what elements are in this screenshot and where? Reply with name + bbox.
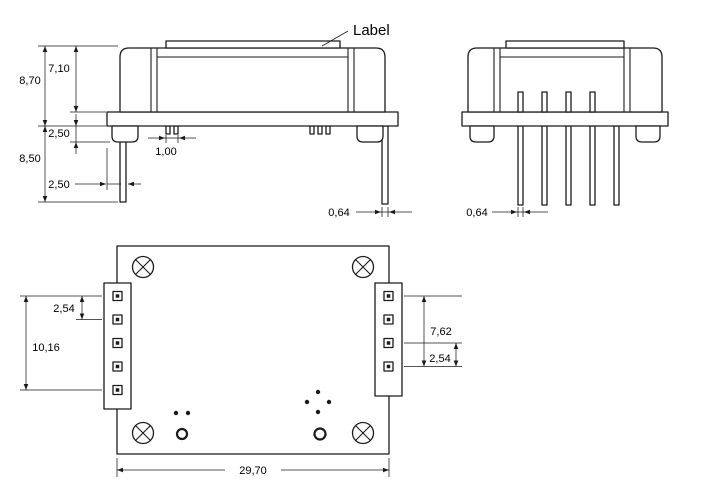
- pad-center: [386, 317, 391, 322]
- dim-ext-pin-width: [381, 207, 389, 217]
- hole-dot: [304, 399, 310, 405]
- front-label-plate: [165, 40, 341, 49]
- mounting-hole: [313, 427, 327, 441]
- side-dimensions: 0,64: [466, 207, 548, 219]
- side-inner-pin-mark: [589, 91, 596, 113]
- dim-standoff: 2,50: [48, 128, 69, 140]
- bottom-view: [103, 245, 403, 455]
- screw-cross-icon: [355, 259, 371, 275]
- screw-cross-icon: [355, 425, 371, 441]
- side-left-standoff-block: [469, 125, 495, 143]
- hole-dot: [315, 409, 321, 415]
- front-module-body: [119, 47, 386, 113]
- screw-bottom-left: [131, 421, 155, 445]
- side-pin: [589, 125, 596, 206]
- screw-bottom-right: [351, 421, 375, 445]
- label-text: Label: [353, 22, 390, 39]
- side-label-plate: [505, 40, 625, 49]
- pad-center: [386, 364, 391, 369]
- pad-center: [115, 364, 120, 369]
- hole-dot: [326, 399, 332, 405]
- dim-span-right: 7,62: [430, 326, 451, 338]
- dim-pitch-right: 2,54: [429, 353, 450, 365]
- dim-pin-offset: 2,50: [48, 179, 69, 191]
- screw-top-left: [131, 255, 155, 279]
- left-connector: [103, 282, 132, 410]
- front-small-pin: [165, 125, 171, 135]
- extension-lines: [404, 295, 462, 367]
- extension-lines: [20, 295, 102, 391]
- front-small-pin: [309, 125, 315, 135]
- screw-top-right: [351, 255, 375, 279]
- front-endcap-lines: [150, 47, 355, 113]
- pad-center: [386, 294, 391, 298]
- front-left-standoff-block: [111, 125, 139, 143]
- front-view: [106, 40, 399, 205]
- side-pin: [565, 125, 572, 206]
- front-right-standoff-block: [356, 125, 384, 143]
- front-dimensions: 8,70 7,10 2,50 8,50 2,50 1,00 0,64: [19, 45, 412, 219]
- side-module-body: [467, 47, 663, 113]
- dim-ext-pin-width: [517, 207, 524, 217]
- dim-ext-small-pin: [165, 135, 179, 143]
- mounting-hole: [175, 427, 189, 441]
- side-endcap-lines: [493, 47, 631, 113]
- extension-lines: [116, 458, 390, 477]
- dim-overall-height: 8,70: [19, 75, 40, 87]
- dim-width: 29,70: [239, 465, 267, 477]
- side-pin: [613, 125, 620, 206]
- side-inner-pin-mark: [565, 91, 572, 113]
- hole-dot: [315, 389, 321, 395]
- side-right-standoff-block: [635, 125, 661, 143]
- pad-center: [115, 341, 120, 345]
- pad-center: [115, 388, 120, 392]
- front-small-pin: [325, 125, 331, 135]
- dim-small-pin: 1,00: [155, 146, 176, 158]
- dim-text-mask: [225, 461, 281, 476]
- bottom-dimensions: 2,54 10,16 7,62 2,54 29,70: [20, 295, 462, 477]
- screw-cross-icon: [135, 259, 151, 275]
- dim-pin-width-front: 0,64: [328, 207, 349, 219]
- pad-center: [115, 317, 120, 322]
- side-inner-pin-mark: [541, 91, 548, 113]
- dim-pin-width-side: 0,64: [466, 207, 487, 219]
- dim-body-height: 7,10: [48, 63, 69, 75]
- front-small-pin: [173, 125, 179, 135]
- hole-dot: [173, 410, 179, 416]
- bottom-outline: [116, 245, 390, 455]
- side-pin: [517, 125, 524, 206]
- label-annotation: Label: [321, 22, 390, 47]
- front-pcb-base: [106, 111, 399, 127]
- right-connector: [374, 282, 403, 397]
- pad-center: [115, 294, 120, 298]
- side-pin: [541, 125, 548, 206]
- side-view: [461, 40, 669, 206]
- screw-cross-icon: [135, 425, 151, 441]
- label-leader-line: [321, 30, 349, 47]
- side-pcb-base: [461, 111, 669, 127]
- pad-center: [386, 341, 391, 345]
- dim-pin-length: 8,50: [19, 153, 40, 165]
- front-small-pin: [317, 125, 323, 135]
- dim-pitch-left: 2,54: [53, 303, 74, 315]
- hole-dot: [185, 410, 191, 416]
- dim-span-left: 10,16: [32, 342, 60, 354]
- side-inner-pin-mark: [517, 91, 524, 113]
